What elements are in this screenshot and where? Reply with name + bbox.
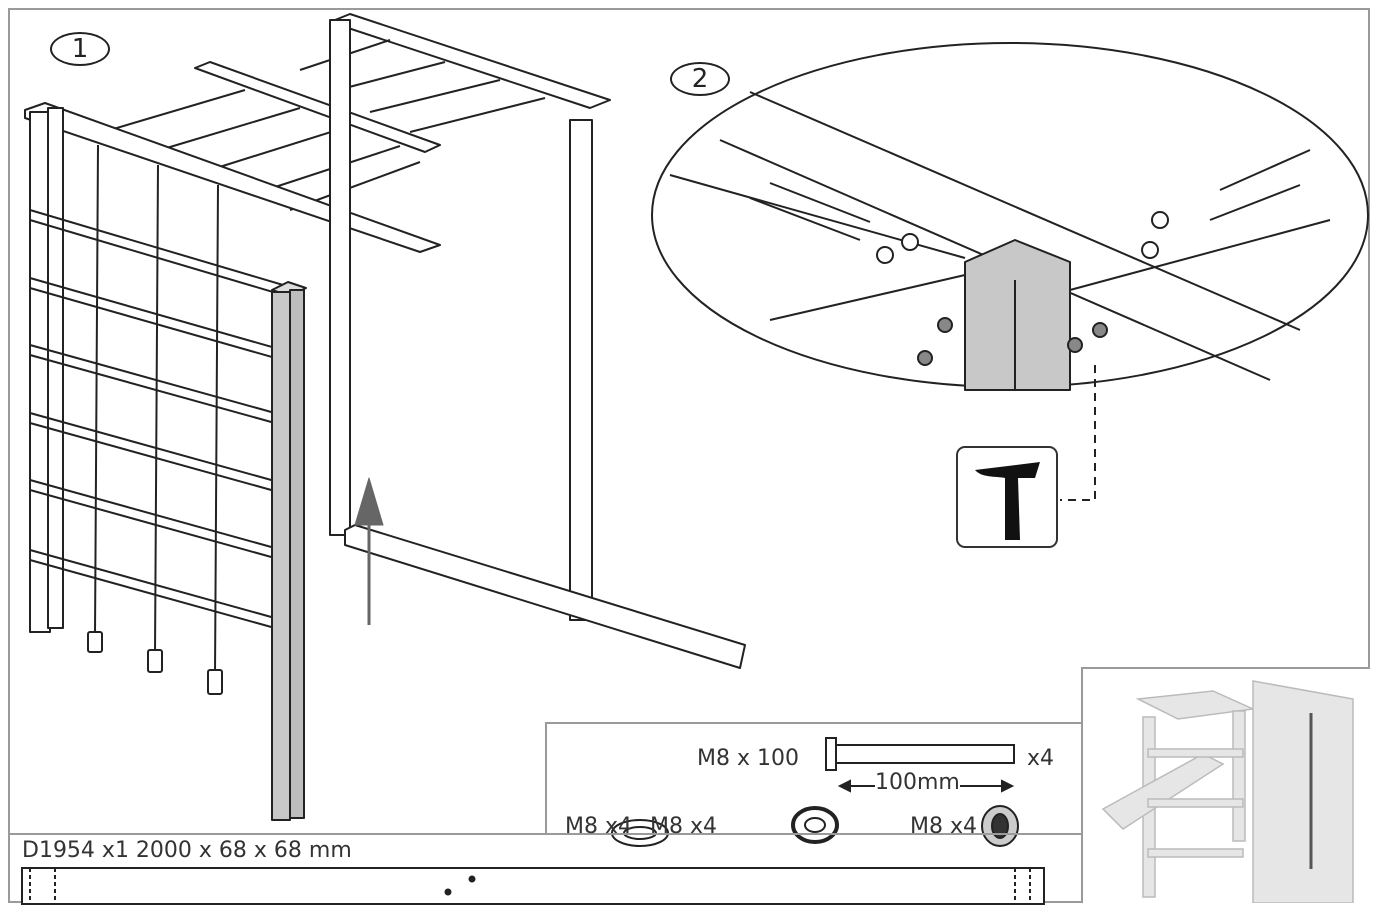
part-label: D1954 x1 2000 x 68 x 68 mm xyxy=(22,838,352,863)
arrow-up-icon xyxy=(354,477,384,625)
step-1-badge: 1 xyxy=(50,32,110,66)
overview-illustration xyxy=(1101,680,1354,904)
hammer-icon xyxy=(956,446,1058,548)
tnut-label: M8 x4 xyxy=(910,814,977,839)
step-2-badge: 2 xyxy=(670,62,730,96)
spring-washer-label: M8 x4 xyxy=(650,814,717,839)
detail-view xyxy=(651,42,1369,391)
bolt-label: M8 x 100 xyxy=(697,746,799,771)
highlighted-post xyxy=(271,281,307,821)
hardware-panel xyxy=(545,722,1085,834)
bolt-qty: x4 xyxy=(1027,746,1055,771)
part-drawing xyxy=(21,867,1045,905)
overview-thumbnail xyxy=(1081,667,1370,904)
washer-label: M8 x4 xyxy=(565,814,632,839)
bolt-length: 100mm xyxy=(875,770,960,795)
frame-illustration xyxy=(24,13,746,695)
